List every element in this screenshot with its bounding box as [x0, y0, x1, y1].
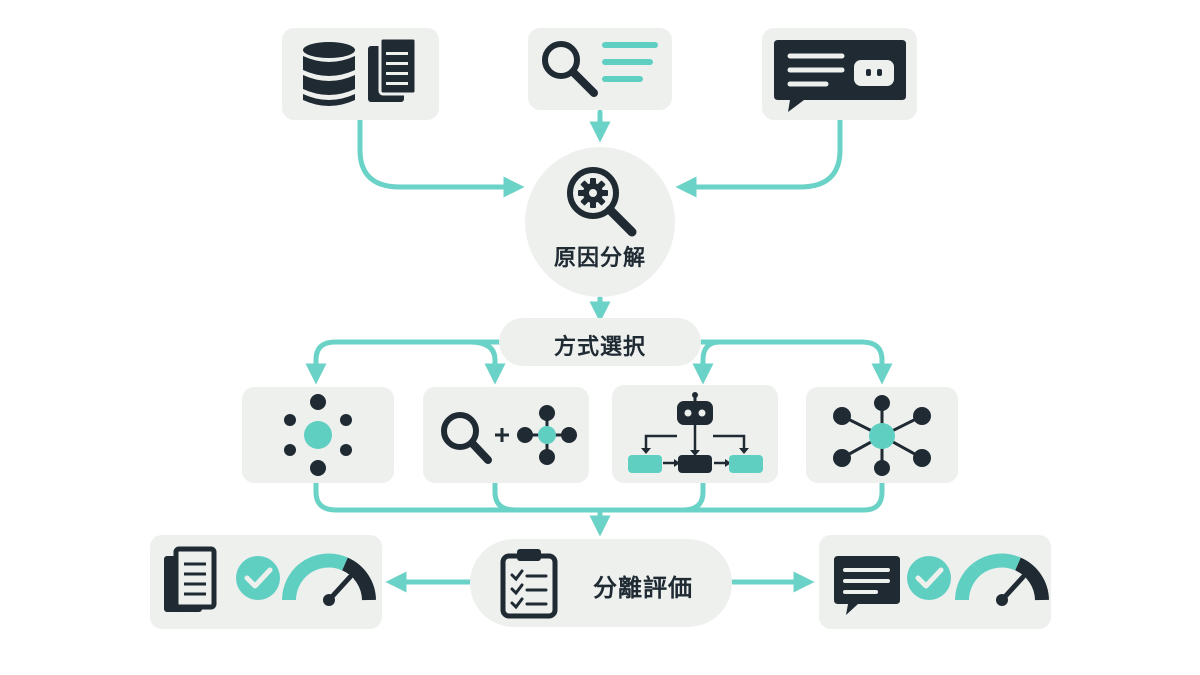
connectors	[305, 109, 893, 593]
gauge-icon	[282, 553, 376, 606]
cause-analysis-node	[525, 147, 675, 297]
separate-evaluation-label: 分離評価	[593, 574, 693, 602]
input-card-search	[528, 28, 672, 110]
search-plus-graph-icon	[441, 405, 577, 465]
output-card-retrieval	[150, 535, 382, 629]
method-card-agent-flow	[612, 385, 778, 483]
gauge-icon	[955, 553, 1049, 606]
method-card-hub	[242, 387, 394, 483]
network-graph-icon	[833, 395, 931, 476]
clipboard-checklist-icon	[500, 549, 558, 619]
arrow-input3-to-cause	[675, 117, 843, 198]
method-card-network	[806, 387, 958, 483]
robot-workflow-icon	[628, 392, 763, 473]
output-card-generation	[819, 535, 1051, 629]
input-card-chat	[762, 28, 917, 120]
separate-evaluation-node	[470, 539, 732, 627]
gear-magnifier-icon	[567, 167, 637, 237]
merge-line	[313, 481, 885, 513]
bot-icon	[854, 60, 894, 86]
chat-bubble-icon	[774, 40, 906, 112]
magnifier-icon	[542, 41, 598, 97]
text-lines-icon	[602, 42, 658, 82]
method-selection-node	[499, 318, 701, 366]
branch-right-inner	[692, 339, 723, 385]
check-circle-icon	[907, 556, 951, 600]
method-selection-label: 方式選択	[553, 335, 646, 360]
database-icon	[303, 42, 355, 106]
cause-analysis-label: 原因分解	[553, 246, 646, 271]
merge-mid1	[492, 481, 518, 513]
input-card-data-docs	[282, 28, 439, 120]
hub-nodes-icon	[284, 394, 352, 476]
documents-icon	[368, 36, 418, 102]
method-card-search-graph	[423, 387, 589, 483]
chat-bubble-icon	[834, 556, 900, 615]
branch-right	[687, 339, 893, 385]
arrow-input1-to-cause	[357, 117, 525, 198]
branch-left-inner	[467, 339, 506, 385]
branch-left	[305, 339, 513, 385]
documents-icon	[164, 546, 217, 612]
merge-mid2	[680, 481, 706, 513]
check-circle-icon	[236, 556, 280, 600]
